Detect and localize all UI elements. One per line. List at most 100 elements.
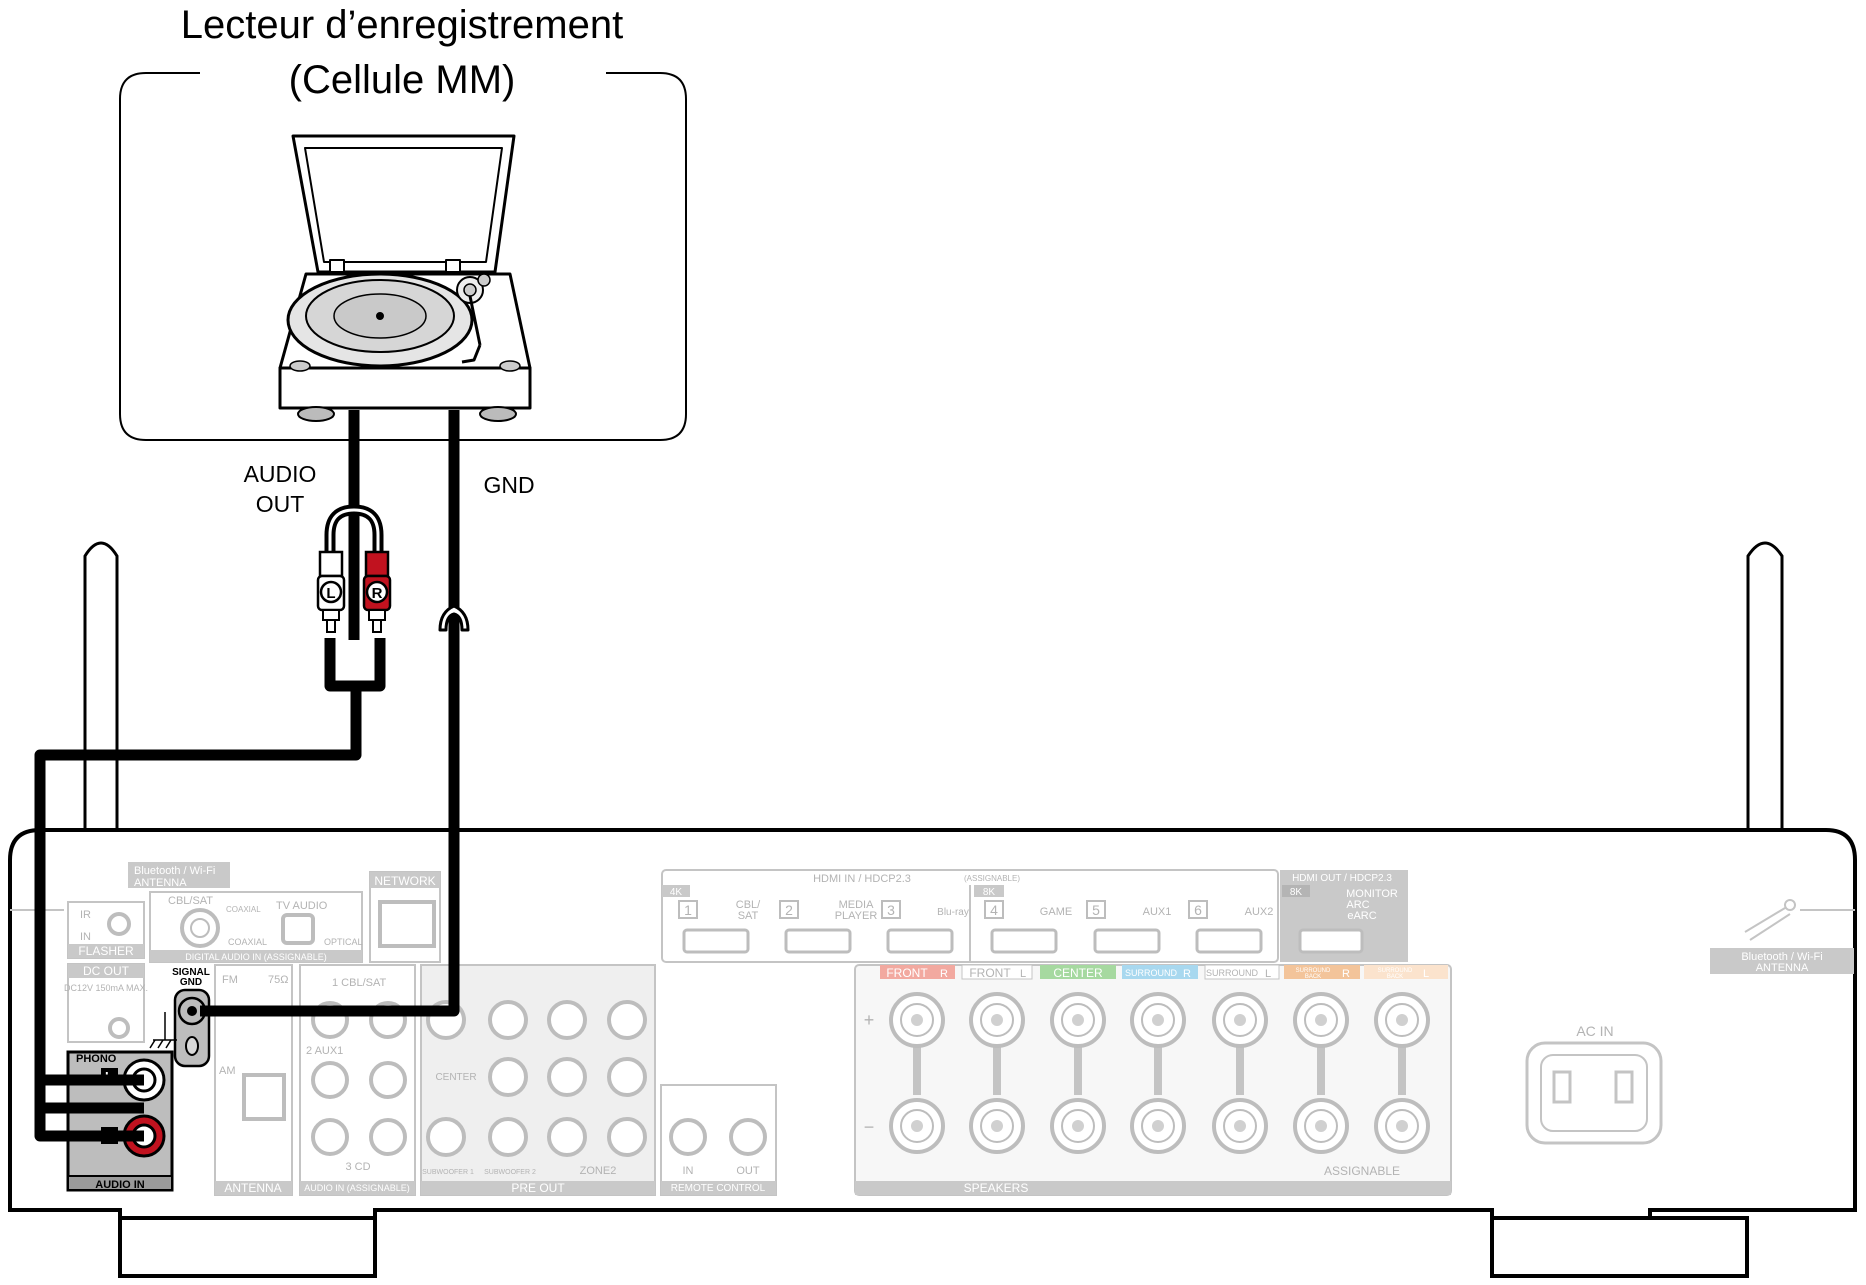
signal-gnd-terminal[interactable] [173,988,211,1068]
hdmi-port-label: AUX2 [1245,906,1274,918]
speaker-surround-back-r-letter: R [1342,968,1350,980]
hdmi-out-monitor: MONITOR [1346,888,1398,900]
signal-gnd-label-line2: GND [180,977,202,988]
flasher-jack[interactable] [107,912,131,936]
speaker-surround-back-l-letter: L [1423,968,1429,980]
fm-label: FM [222,974,238,986]
hdmi-in-port[interactable] [682,928,750,954]
hdmi-in-port[interactable] [1093,928,1161,954]
remote-out-label: OUT [736,1165,760,1177]
pre-out-center-label: CENTER [435,1072,476,1083]
speaker-binding-post-hole [1152,1120,1164,1132]
zone2-label: ZONE2 [580,1165,617,1177]
turntable-illustration [278,134,532,422]
dc-out-jack[interactable] [108,1017,130,1039]
hdmi-in-port[interactable] [784,928,852,954]
audio-cable [34,410,386,1142]
coaxial-jack[interactable] [180,908,220,948]
speaker-surround-r-label: SURROUND [1125,968,1178,978]
device-title-line1: Lecteur d’enregistrement [181,3,623,47]
hdmi-port-number-box [779,900,799,919]
speaker-binding-post-inner [1304,1109,1338,1143]
remote-out-jack[interactable] [729,1118,767,1156]
device-title-line2: (Cellule MM) [289,58,516,102]
speaker-center-label: CENTER [1053,966,1103,980]
speaker-binding-post-hole [991,1014,1003,1026]
ac-in-label: AC IN [1576,1023,1613,1039]
remote-in-jack[interactable] [669,1118,707,1156]
optical-text: OPTICAL [324,937,363,947]
rca-plug-left: L [316,550,346,633]
speaker-surround-back-l-line2: BACK [1387,974,1403,980]
speaker-front-l-letter: L [1020,968,1026,980]
hdmi-out-badge-8k: 8K [1290,887,1303,898]
audio-in-2-label: 2 AUX1 [306,1045,343,1057]
hdmi-out-port[interactable] [1298,928,1364,954]
hdmi-port-label-line2: SAT [738,910,759,922]
rca-plug-right: R [362,550,392,633]
speaker-binding-post-inner [900,1003,934,1037]
hdmi-port-number: 6 [1194,902,1202,918]
hdmi-in-label: HDMI IN / HDCP2.3 [813,873,911,885]
audio-in-3-left-jack[interactable] [311,1118,349,1156]
speaker-front-r-letter: R [940,968,948,980]
hdmi-in-port[interactable] [1195,928,1263,954]
hdmi-out-label: HDMI OUT / HDCP2.3 [1292,873,1392,884]
remote-in-label: IN [683,1165,694,1177]
hdmi-port-label-line2: PLAYER [835,910,878,922]
speaker-front-l-label: FRONT [969,966,1011,980]
hdmi-port-number: 4 [990,902,998,918]
hdmi-port-number: 1 [684,902,692,918]
hdmi-port-label: AUX1 [1143,906,1172,918]
am-terminal[interactable] [242,1073,286,1121]
badge-4k: 4K [670,887,683,898]
hdmi-port-number-box [1086,900,1106,919]
speaker-binding-post-inner [980,1109,1014,1143]
speaker-surround-back-l-line1: SURROUND [1378,968,1413,974]
optical-jack[interactable] [281,913,315,945]
speaker-surround-l-letter: L [1265,968,1271,980]
flasher-in-text: IN [80,931,91,943]
gnd-spade-lug [438,590,470,632]
speaker-binding-post-hole [1072,1120,1084,1132]
ohm-label: 75Ω [268,974,288,986]
ac-in-socket[interactable] [1525,1041,1663,1145]
remote-control-label: REMOTE CONTROL [671,1183,766,1194]
audio-in-3-right-jack[interactable] [369,1118,407,1156]
speaker-binding-post-inner [900,1109,934,1143]
speaker-binding-post-inner [1061,1109,1095,1143]
hdmi-port-label: CBL/ [736,899,761,911]
pre-out-label: PRE OUT [511,1181,565,1195]
audio-in-2-right-jack[interactable] [369,1061,407,1099]
hdmi-in-port[interactable] [990,928,1058,954]
speaker-binding-post-hole [1315,1014,1327,1026]
flasher-label: FLASHER [78,944,134,958]
hdmi-port-label: GAME [1040,906,1072,918]
bt-antenna-right-line1: Bluetooth / Wi-Fi [1741,951,1822,963]
network-port[interactable] [378,900,436,948]
hdmi-port-number-box [1188,900,1208,919]
badge-8k: 8K [983,887,996,898]
coaxial-text: COAXIAL [226,905,261,914]
speaker-binding-post-inner [1223,1109,1257,1143]
speaker-minus-sign: − [864,1117,875,1137]
subwoofer1-label: SUBWOOFER 1 [422,1169,474,1176]
hdmi-port-number: 5 [1092,902,1100,918]
speaker-binding-post-hole [1234,1014,1246,1026]
device-frame [119,72,687,441]
digital-cbl-sat: CBL/SAT [168,895,213,907]
speaker-binding-post-inner [1141,1109,1175,1143]
bt-antenna-left-line2: ANTENNA [134,877,187,889]
audio-in-3-label: 3 CD [345,1161,370,1173]
digital-audio-in-label: DIGITAL AUDIO IN (ASSIGNABLE) [185,952,327,962]
ground-symbol [149,1012,177,1049]
hdmi-port-number: 3 [887,902,895,918]
speaker-binding-post-hole [1396,1120,1408,1132]
hdmi-in-port[interactable] [886,928,954,954]
audio-in-2-left-jack[interactable] [311,1061,349,1099]
speaker-binding-post-inner [980,1003,1014,1037]
speaker-binding-post-hole [1072,1014,1084,1026]
flasher-ir-text: IR [80,909,91,921]
